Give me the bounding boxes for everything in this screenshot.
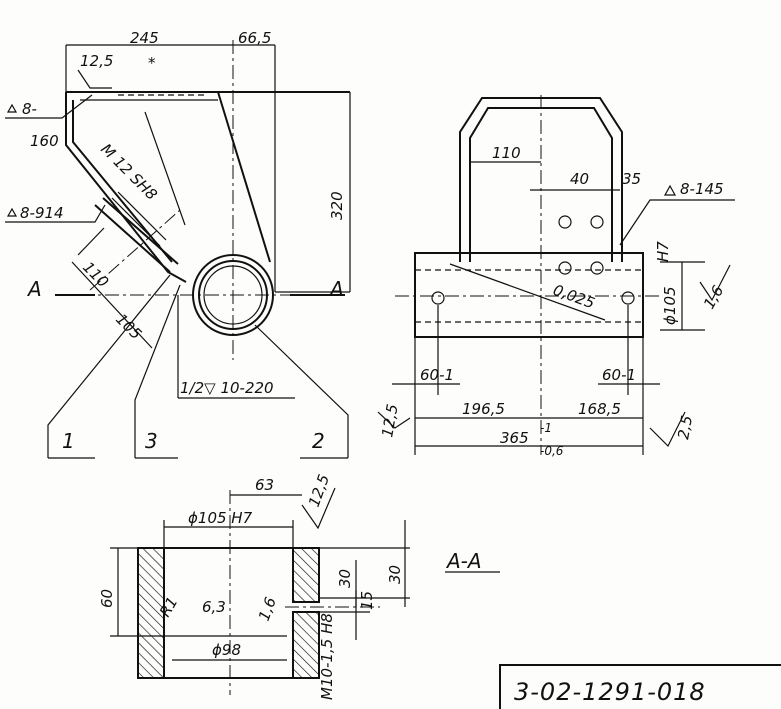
label-parallel: 0,025 <box>551 281 598 313</box>
label-rough-63: 6,3 <box>202 598 226 616</box>
section-wall-left <box>137 547 165 679</box>
weld-top-leader <box>5 94 93 119</box>
label-fit-h7: H7 <box>654 241 672 262</box>
label-inner-bore-98: ϕ98 <box>212 641 241 659</box>
label-weld-side: 8-914 <box>20 204 64 222</box>
side-bolt-3 <box>558 261 572 275</box>
side-bolt-1 <box>558 215 572 229</box>
weld-side-leader <box>5 204 106 223</box>
parallel-leader <box>449 263 606 321</box>
label-roughness-16: 1,6 <box>700 282 728 312</box>
label-tol-lower: -0,6 <box>540 444 564 458</box>
roughness-125-symbol <box>377 411 411 429</box>
roughness-top-symbol <box>77 69 112 89</box>
side-hole-right <box>621 291 635 305</box>
part-1-leader <box>47 274 171 459</box>
roughness-125-sec-symbol <box>301 487 336 530</box>
section-wall-right-bottom <box>292 611 320 679</box>
part-3-leader <box>134 284 181 459</box>
side-view <box>377 95 735 455</box>
side-bolt-2 <box>590 215 604 229</box>
label-part-1: 1 <box>62 429 75 453</box>
label-dim-105-front: 105 <box>112 310 145 343</box>
label-rough-16-sec: 1,6 <box>255 595 280 624</box>
dim-105-line <box>71 261 153 349</box>
roughness-16-symbol <box>699 264 731 302</box>
front-view <box>5 40 351 459</box>
label-weld-bottom: 1/2▽ 10-220 <box>180 379 274 397</box>
side-base-block <box>414 252 644 338</box>
label-dim-168: 168,5 <box>578 400 621 418</box>
front-thread-hole <box>111 191 167 247</box>
weld-side-leader-r <box>619 199 735 246</box>
section-wall-right-top <box>292 547 320 603</box>
label-bore-105: ϕ105 <box>661 286 679 325</box>
label-drawing-number: 3-02-1291-018 <box>514 678 706 706</box>
label-weld-top: 8- <box>22 100 37 118</box>
label-dim-63: 63 <box>255 476 274 494</box>
label-thread-m10: M10-1,5 H8 <box>318 613 336 700</box>
front-centerline-diag <box>89 209 181 291</box>
label-dim-30a: 30 <box>336 569 354 588</box>
part-2-leader <box>254 324 349 459</box>
label-dim-40: 40 <box>570 170 589 188</box>
label-cut-a-left: A <box>26 277 42 301</box>
label-weld-side-r: 8-145 <box>680 180 724 198</box>
dim-110-ext <box>77 227 105 256</box>
label-dim-665: 66,5 <box>238 29 271 47</box>
side-bolt-4 <box>590 261 604 275</box>
label-dim-245: 245 <box>130 29 159 47</box>
label-bore-105h7: ϕ105 H7 <box>188 509 253 527</box>
label-dim-60-left: 60-1 <box>420 366 454 384</box>
front-bracket <box>94 197 179 273</box>
label-dim-110-front: 110 <box>79 258 112 291</box>
roughness-25-symbol <box>649 411 686 448</box>
annotations: 245 66,5 12,5 * 8- 160 8-914 M 12 SH8 32… <box>20 29 727 706</box>
thread-leader <box>144 111 186 226</box>
label-part-2: 2 <box>312 429 325 453</box>
label-dim-60-right: 60-1 <box>602 366 636 384</box>
weld-icon-r <box>663 184 677 196</box>
label-dim-60-sec: 60 <box>98 589 116 608</box>
weld-side-icon <box>6 207 18 217</box>
label-section-aa: A-A <box>445 549 482 573</box>
label-dim-320: 320 <box>328 191 346 220</box>
label-dim-15: 15 <box>358 591 376 610</box>
label-roughness-125-side: 12,5 <box>378 403 402 439</box>
label-dim-35: 35 <box>622 170 641 188</box>
side-hole-left <box>431 291 445 305</box>
label-star: * <box>148 54 156 72</box>
weld-top-icon <box>6 103 18 113</box>
front-body-outline <box>65 91 271 283</box>
label-dim-110-side: 110 <box>492 144 521 162</box>
label-weld-top-len: 160 <box>30 132 59 150</box>
label-dim-196: 196,5 <box>462 400 505 418</box>
section-view <box>110 487 781 709</box>
label-tol-upper: -1 <box>540 421 552 435</box>
label-dim-30b: 30 <box>386 565 404 584</box>
label-dim-365: 365 <box>500 429 529 447</box>
label-roughness-25: 2,5 <box>674 414 696 441</box>
title-block-frame <box>499 664 781 709</box>
label-roughness-top: 12,5 <box>80 52 113 70</box>
label-cut-a-right: A <box>328 277 344 301</box>
label-part-3: 3 <box>145 429 158 453</box>
